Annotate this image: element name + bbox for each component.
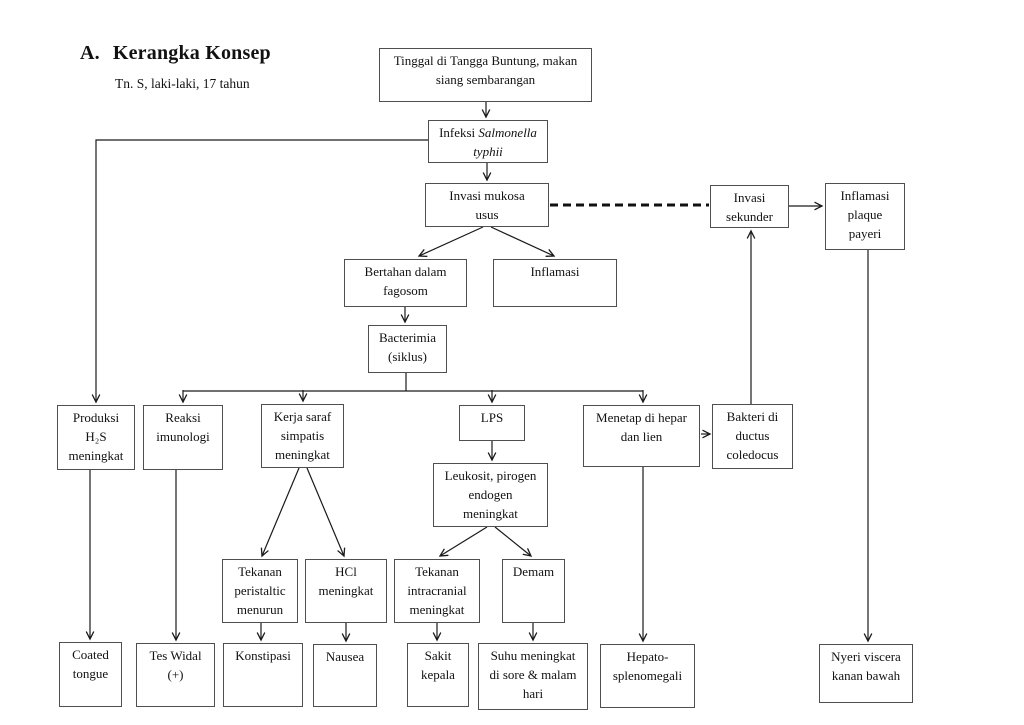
node-bakteri-di-ductus-coledocus: Bakteri di ductus coledocus — [712, 404, 793, 469]
node-tekanan-intracranial-line: meningkat — [409, 601, 465, 617]
node-tekanan-intracranial-line: Tekanan — [415, 564, 459, 579]
node-leukosit-pirogen-endogen-line: endogen — [468, 486, 513, 502]
node-hcl-meningkat-line: meningkat — [318, 582, 374, 598]
node-coated-tongue: Coated tongue — [59, 642, 122, 707]
node-tes-widal-positif: Tes Widal (+) — [136, 643, 215, 707]
node-reaksi-imunologi-line: imunologi — [156, 428, 210, 444]
node-bakteri-di-ductus-coledocus-line: ductus — [735, 427, 770, 443]
node-infeksi-salmonella-typhii-line: typhii — [473, 143, 503, 159]
node-suhu-meningkat-sore-malam-line: di sore & malam — [489, 666, 577, 682]
node-invasi-mukosa-usus: Invasi mukosa usus — [425, 183, 549, 227]
node-hepato-splenomegali-line: Hepato- — [626, 649, 669, 664]
node-invasi-mukosa-usus-line: usus — [475, 206, 499, 222]
node-menetap-di-hepar-dan-lien: Menetap di hepar dan lien — [583, 405, 700, 467]
node-reaksi-imunologi-line: Reaksi — [165, 410, 201, 425]
page-title: A. Kerangka Konsep — [80, 42, 271, 65]
edge-infeksi-to-produksi-h2s — [91, 139, 428, 404]
node-infeksi-salmonella-typhii-line: Infeksi Salmonella — [439, 125, 537, 140]
page-title-text: Kerangka Konsep — [112, 42, 271, 64]
node-invasi-sekunder: Invasi sekunder — [710, 185, 789, 228]
node-reaksi-imunologi: Reaksi imunologi — [143, 405, 223, 470]
node-bertahan-dalam-fagosom-line: fagosom — [383, 282, 428, 298]
node-produksi-h2s-meningkat-line: meningkat — [68, 447, 124, 463]
node-bakteri-di-ductus-coledocus-line: Bakteri di — [726, 409, 779, 424]
edge-leukosit-to-demam — [494, 526, 533, 557]
node-nausea: Nausea — [313, 644, 377, 707]
node-tekanan-peristaltic-menurun-line: peristaltic — [234, 582, 286, 598]
node-leukosit-pirogen-endogen-line: meningkat — [463, 505, 518, 521]
edge-invasi-mukosa-to-inflamasi — [490, 226, 556, 257]
node-inflamasi-plaque-payeri-line: Inflamasi — [840, 188, 890, 203]
node-kerja-saraf-simpatis-line: meningkat — [275, 446, 330, 462]
node-suhu-meningkat-sore-malam-line: Suhu meningkat — [490, 648, 576, 663]
node-konstipasi: Konstipasi — [223, 643, 303, 707]
node-coated-tongue-line: tongue — [72, 665, 109, 681]
node-nyeri-viscera-kanan-bawah: Nyeri viscera kanan bawah — [819, 644, 913, 703]
node-lps: LPS — [459, 405, 525, 441]
node-menetap-di-hepar-dan-lien-line: Menetap di hepar — [596, 410, 687, 425]
node-demam-line: Demam — [512, 564, 555, 579]
node-tekanan-intracranial-line: intracranial — [407, 582, 467, 598]
node-tekanan-intracranial: Tekanan intracranial meningkat — [394, 559, 480, 623]
node-kerja-saraf-simpatis-line: simpatis — [280, 427, 325, 443]
node-hepato-splenomegali-line: splenomegali — [612, 667, 683, 683]
node-nyeri-viscera-kanan-bawah-line: Nyeri viscera — [831, 649, 901, 664]
node-bertahan-dalam-fagosom: Bertahan dalam fagosom — [344, 259, 467, 307]
edge-kerja-saraf-to-peristaltic — [260, 467, 300, 558]
node-bacterimia-siklus: Bacterimia (siklus) — [368, 325, 447, 373]
node-nyeri-viscera-kanan-bawah-line: kanan bawah — [831, 667, 901, 683]
node-leukosit-pirogen-endogen: Leukosit, pirogen endogen meningkat — [433, 463, 548, 527]
node-demam: Demam — [502, 559, 565, 623]
node-infeksi-salmonella-typhii: Infeksi Salmonella typhii — [428, 120, 548, 163]
node-bertahan-dalam-fagosom-line: Bertahan dalam — [364, 264, 447, 279]
node-tekanan-peristaltic-menurun-line: menurun — [236, 601, 284, 617]
node-inflamasi: Inflamasi — [493, 259, 617, 307]
page-subtitle: Tn. S, laki-laki, 17 tahun — [115, 76, 250, 91]
node-inflamasi-plaque-payeri-line: plaque — [847, 206, 883, 222]
node-tinggal-di-tangga-buntung-line: Tinggal di Tangga Buntung, makan — [393, 53, 578, 68]
node-produksi-h2s-meningkat-line: H₂S — [85, 428, 107, 444]
node-tekanan-peristaltic-menurun-line: Tekanan — [238, 564, 282, 579]
node-inflamasi-line: Inflamasi — [530, 264, 580, 279]
node-invasi-mukosa-usus-line: Invasi mukosa — [449, 188, 525, 203]
edge-kerja-saraf-to-hcl — [306, 467, 346, 558]
node-nausea-line: Nausea — [325, 649, 365, 664]
node-lps-line: LPS — [480, 410, 504, 425]
node-bakteri-di-ductus-coledocus-line: coledocus — [726, 446, 779, 462]
node-suhu-meningkat-sore-malam-line: hari — [522, 685, 544, 701]
node-tinggal-di-tangga-buntung: Tinggal di Tangga Buntung, makan siang se… — [379, 48, 592, 102]
node-hcl-meningkat: HCl meningkat — [305, 559, 387, 623]
edge-invasi-mukosa-to-bertahan — [417, 226, 484, 258]
node-inflamasi-plaque-payeri: Inflamasi plaque payeri — [825, 183, 905, 250]
node-tekanan-peristaltic-menurun: Tekanan peristaltic menurun — [222, 559, 298, 623]
node-kerja-saraf-simpatis: Kerja saraf simpatis meningkat — [261, 404, 344, 468]
node-sakit-kepala: Sakit kepala — [407, 643, 469, 707]
edge-leukosit-to-intracranial — [438, 526, 488, 557]
node-hcl-meningkat-line: HCl — [335, 564, 357, 579]
node-bacterimia-siklus-line: (siklus) — [388, 348, 427, 364]
node-kerja-saraf-simpatis-line: Kerja saraf — [273, 409, 332, 424]
node-sakit-kepala-line: Sakit — [424, 648, 452, 663]
node-suhu-meningkat-sore-malam: Suhu meningkat di sore & malam hari — [478, 643, 588, 710]
node-menetap-di-hepar-dan-lien-line: dan lien — [620, 428, 663, 444]
node-tes-widal-positif-line: Tes Widal — [149, 648, 202, 663]
node-tes-widal-positif-line: (+) — [167, 666, 184, 682]
node-coated-tongue-line: Coated — [72, 647, 109, 662]
node-inflamasi-plaque-payeri-line: payeri — [848, 225, 882, 241]
node-hepato-splenomegali: Hepato-splenomegali — [600, 644, 695, 708]
node-produksi-h2s-meningkat-line: Produksi — [72, 410, 120, 425]
node-invasi-sekunder-line: Invasi — [733, 190, 766, 205]
node-tinggal-di-tangga-buntung-line: siang sembarangan — [435, 71, 536, 87]
page-title-prefix: A. — [80, 42, 100, 64]
node-sakit-kepala-line: kepala — [421, 666, 455, 682]
node-konstipasi-line: Konstipasi — [235, 648, 291, 663]
node-bacterimia-siklus-line: Bacterimia — [378, 330, 437, 345]
node-leukosit-pirogen-endogen-line: Leukosit, pirogen — [444, 468, 537, 483]
node-invasi-sekunder-line: sekunder — [726, 208, 773, 224]
